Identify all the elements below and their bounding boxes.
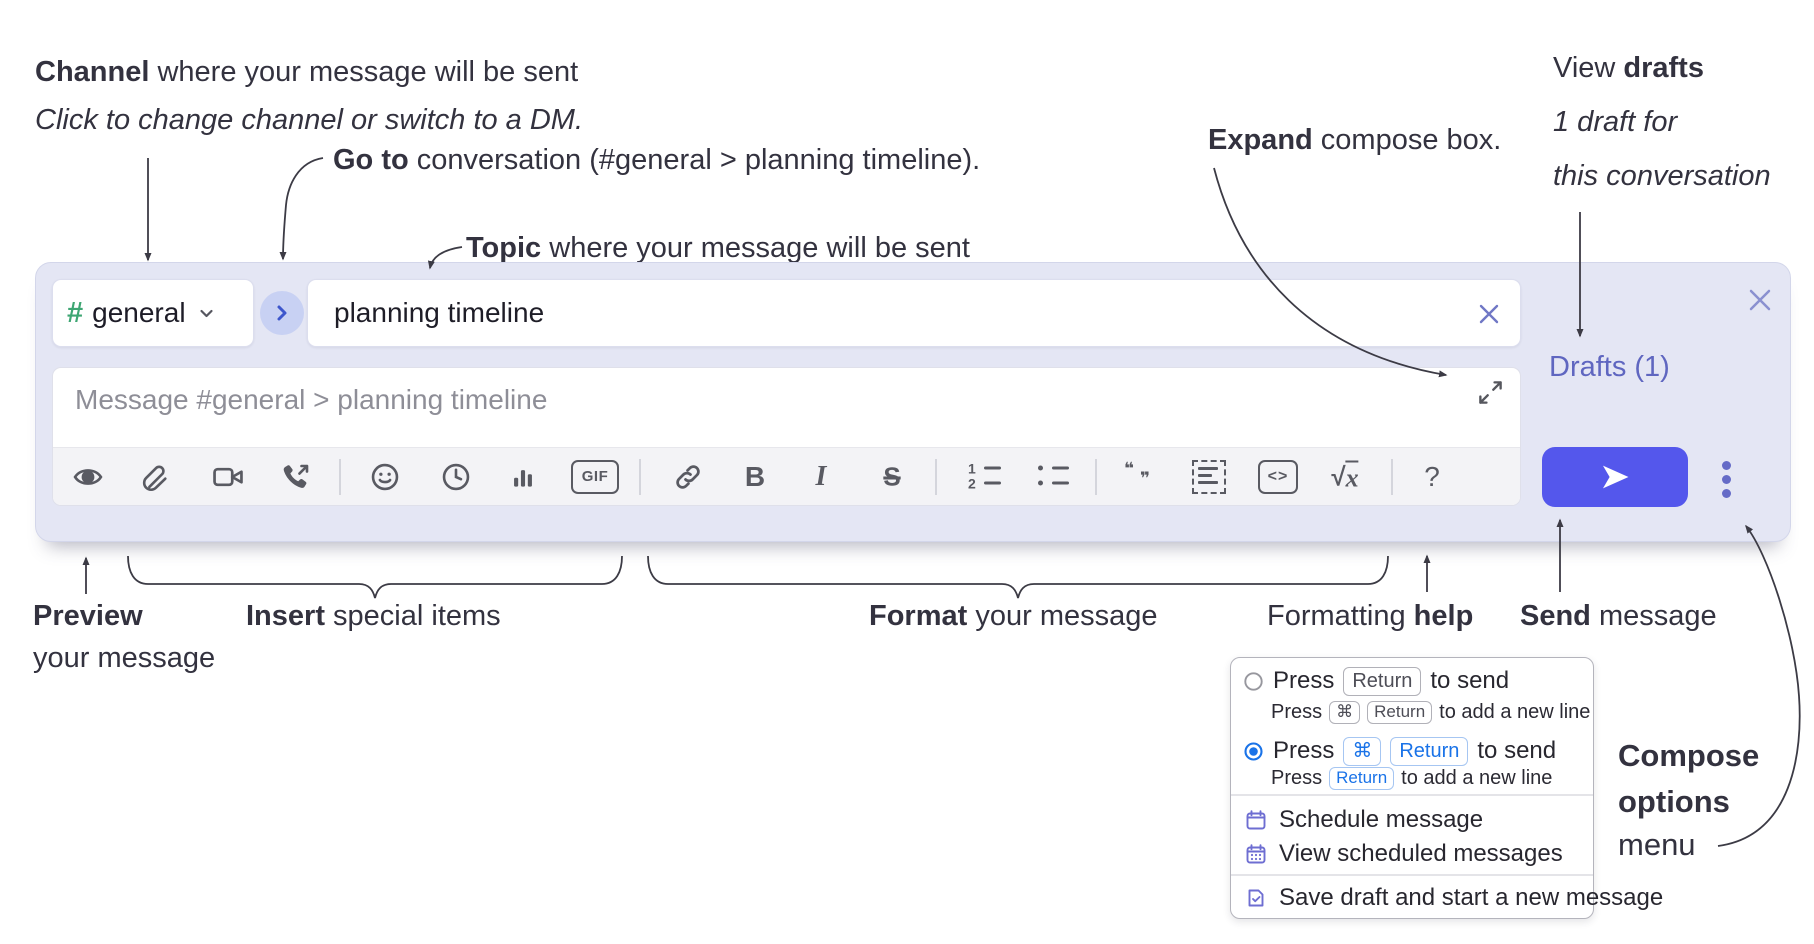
strikethrough-icon[interactable]: S bbox=[883, 461, 901, 491]
annotation-formatting-help: Formatting help bbox=[1267, 600, 1474, 632]
annotation-channel-line1: Channel where your message will be sent bbox=[35, 56, 579, 88]
annotation-view-drafts-line3: this conversation bbox=[1553, 160, 1771, 192]
menu-option-cmd-return-to-send[interactable]: Press ⌘ Return to send bbox=[1243, 734, 1556, 768]
formatting-help-icon[interactable]: ? bbox=[1424, 460, 1440, 492]
annotation-compose-options-line3: menu bbox=[1618, 827, 1696, 862]
topic-input[interactable] bbox=[308, 280, 1520, 346]
poll-chart-icon[interactable] bbox=[507, 460, 540, 493]
close-icon bbox=[1479, 304, 1499, 324]
emoji-icon[interactable] bbox=[369, 460, 402, 493]
brace-insert bbox=[127, 555, 623, 599]
compose-options-menu: Press Return to send Press ⌘ Return to a… bbox=[1230, 657, 1663, 919]
menu-option-return-sub: Press ⌘ Return to add a new line bbox=[1271, 700, 1591, 724]
toolbar-divider bbox=[935, 458, 937, 495]
annotation-format: Format your message bbox=[869, 600, 1158, 632]
keycap-cmd-blue: ⌘ bbox=[1343, 736, 1382, 766]
toolbar-divider bbox=[639, 458, 641, 495]
bulleted-list-icon[interactable] bbox=[1035, 461, 1069, 492]
keycap-cmd: ⌘ bbox=[1329, 700, 1361, 724]
link-icon[interactable] bbox=[672, 460, 705, 493]
keycap-return: Return bbox=[1343, 666, 1422, 696]
menu-option-return-to-send[interactable]: Press Return to send bbox=[1243, 666, 1509, 696]
chevron-down-icon bbox=[199, 309, 213, 317]
radio-unselected-icon[interactable] bbox=[1243, 671, 1264, 692]
menu-item-view-scheduled[interactable]: View scheduled messages bbox=[1245, 838, 1563, 870]
compose-options-button[interactable] bbox=[1714, 457, 1738, 501]
italic-icon[interactable]: I bbox=[815, 460, 827, 492]
preview-eye-icon[interactable] bbox=[72, 460, 105, 493]
keycap-return-blue: Return bbox=[1390, 736, 1469, 766]
calendar-icon bbox=[1246, 810, 1266, 830]
channel-selector-button[interactable]: # general bbox=[52, 279, 254, 347]
connector-compose-options bbox=[1717, 524, 1801, 847]
compose-close-button[interactable] bbox=[1743, 283, 1777, 317]
schedule-clock-icon[interactable] bbox=[440, 460, 473, 493]
message-box: GIF B I S 12 ❝❞ bbox=[52, 367, 1521, 506]
gif-icon[interactable]: GIF bbox=[571, 459, 619, 494]
menu-option-cmd-return-sub: Press Return to add a new line bbox=[1271, 766, 1553, 790]
expand-icon bbox=[1478, 380, 1502, 404]
channel-hash-icon: # bbox=[67, 296, 84, 329]
menu-divider bbox=[1231, 794, 1593, 796]
brace-format bbox=[647, 555, 1389, 599]
code-block-icon[interactable] bbox=[1192, 459, 1226, 494]
menu-divider bbox=[1231, 874, 1593, 876]
compose-box: # general bbox=[35, 262, 1791, 542]
goto-conversation-button[interactable] bbox=[260, 291, 304, 335]
annotation-view-drafts-line1: View drafts bbox=[1553, 52, 1704, 84]
keycap-return-blue: Return bbox=[1329, 766, 1395, 790]
topic-clear-button[interactable] bbox=[1472, 297, 1506, 331]
menu-item-schedule-message[interactable]: Schedule message bbox=[1245, 804, 1483, 836]
dots-icon bbox=[1721, 460, 1731, 470]
keycap-return: Return bbox=[1367, 700, 1433, 724]
video-icon[interactable] bbox=[211, 460, 245, 494]
audio-call-icon[interactable] bbox=[280, 460, 313, 493]
annotation-send-message: Send message bbox=[1520, 600, 1717, 632]
calendar-list-icon bbox=[1246, 844, 1266, 864]
connector-goto bbox=[279, 157, 324, 261]
toolbar-divider bbox=[339, 458, 341, 495]
send-icon bbox=[1602, 465, 1629, 489]
menu-item-save-draft[interactable]: Save draft and start a new message bbox=[1245, 882, 1663, 914]
annotation-preview-line1: Preview bbox=[33, 600, 143, 632]
chevron-right-icon bbox=[277, 305, 287, 321]
channel-name: general bbox=[92, 297, 186, 328]
send-button[interactable] bbox=[1542, 447, 1688, 507]
close-icon bbox=[1749, 289, 1771, 311]
blockquote-icon[interactable]: ❝❞ bbox=[1124, 458, 1150, 489]
topic-field bbox=[307, 279, 1521, 347]
code-icon[interactable]: <> bbox=[1258, 459, 1298, 494]
formula-icon[interactable]: √x bbox=[1331, 460, 1359, 492]
drafts-link[interactable]: Drafts (1) bbox=[1549, 351, 1670, 383]
annotation-topic: Topic where your message will be sent bbox=[466, 232, 970, 264]
annotation-compose-options-line2: options bbox=[1618, 784, 1730, 819]
annotation-view-drafts-line2: 1 draft for bbox=[1553, 106, 1678, 138]
annotation-compose-options-line1: Compose bbox=[1618, 738, 1760, 773]
expand-compose-button[interactable] bbox=[1474, 376, 1506, 408]
toolbar-divider bbox=[1095, 458, 1097, 495]
attach-paperclip-icon[interactable] bbox=[139, 460, 172, 493]
draft-check-icon bbox=[1248, 889, 1264, 907]
radio-selected-icon[interactable] bbox=[1243, 741, 1264, 762]
message-input[interactable] bbox=[57, 372, 1460, 450]
annotation-channel-line2: Click to change channel or switch to a D… bbox=[35, 104, 584, 136]
annotation-goto: Go to conversation (#general > planning … bbox=[333, 144, 981, 176]
annotation-preview-line2: your message bbox=[33, 642, 216, 674]
annotation-insert: Insert special items bbox=[246, 600, 501, 632]
toolbar-divider bbox=[1391, 458, 1393, 495]
annotation-expand: Expand compose box. bbox=[1208, 124, 1502, 156]
bold-icon[interactable]: B bbox=[744, 460, 766, 492]
